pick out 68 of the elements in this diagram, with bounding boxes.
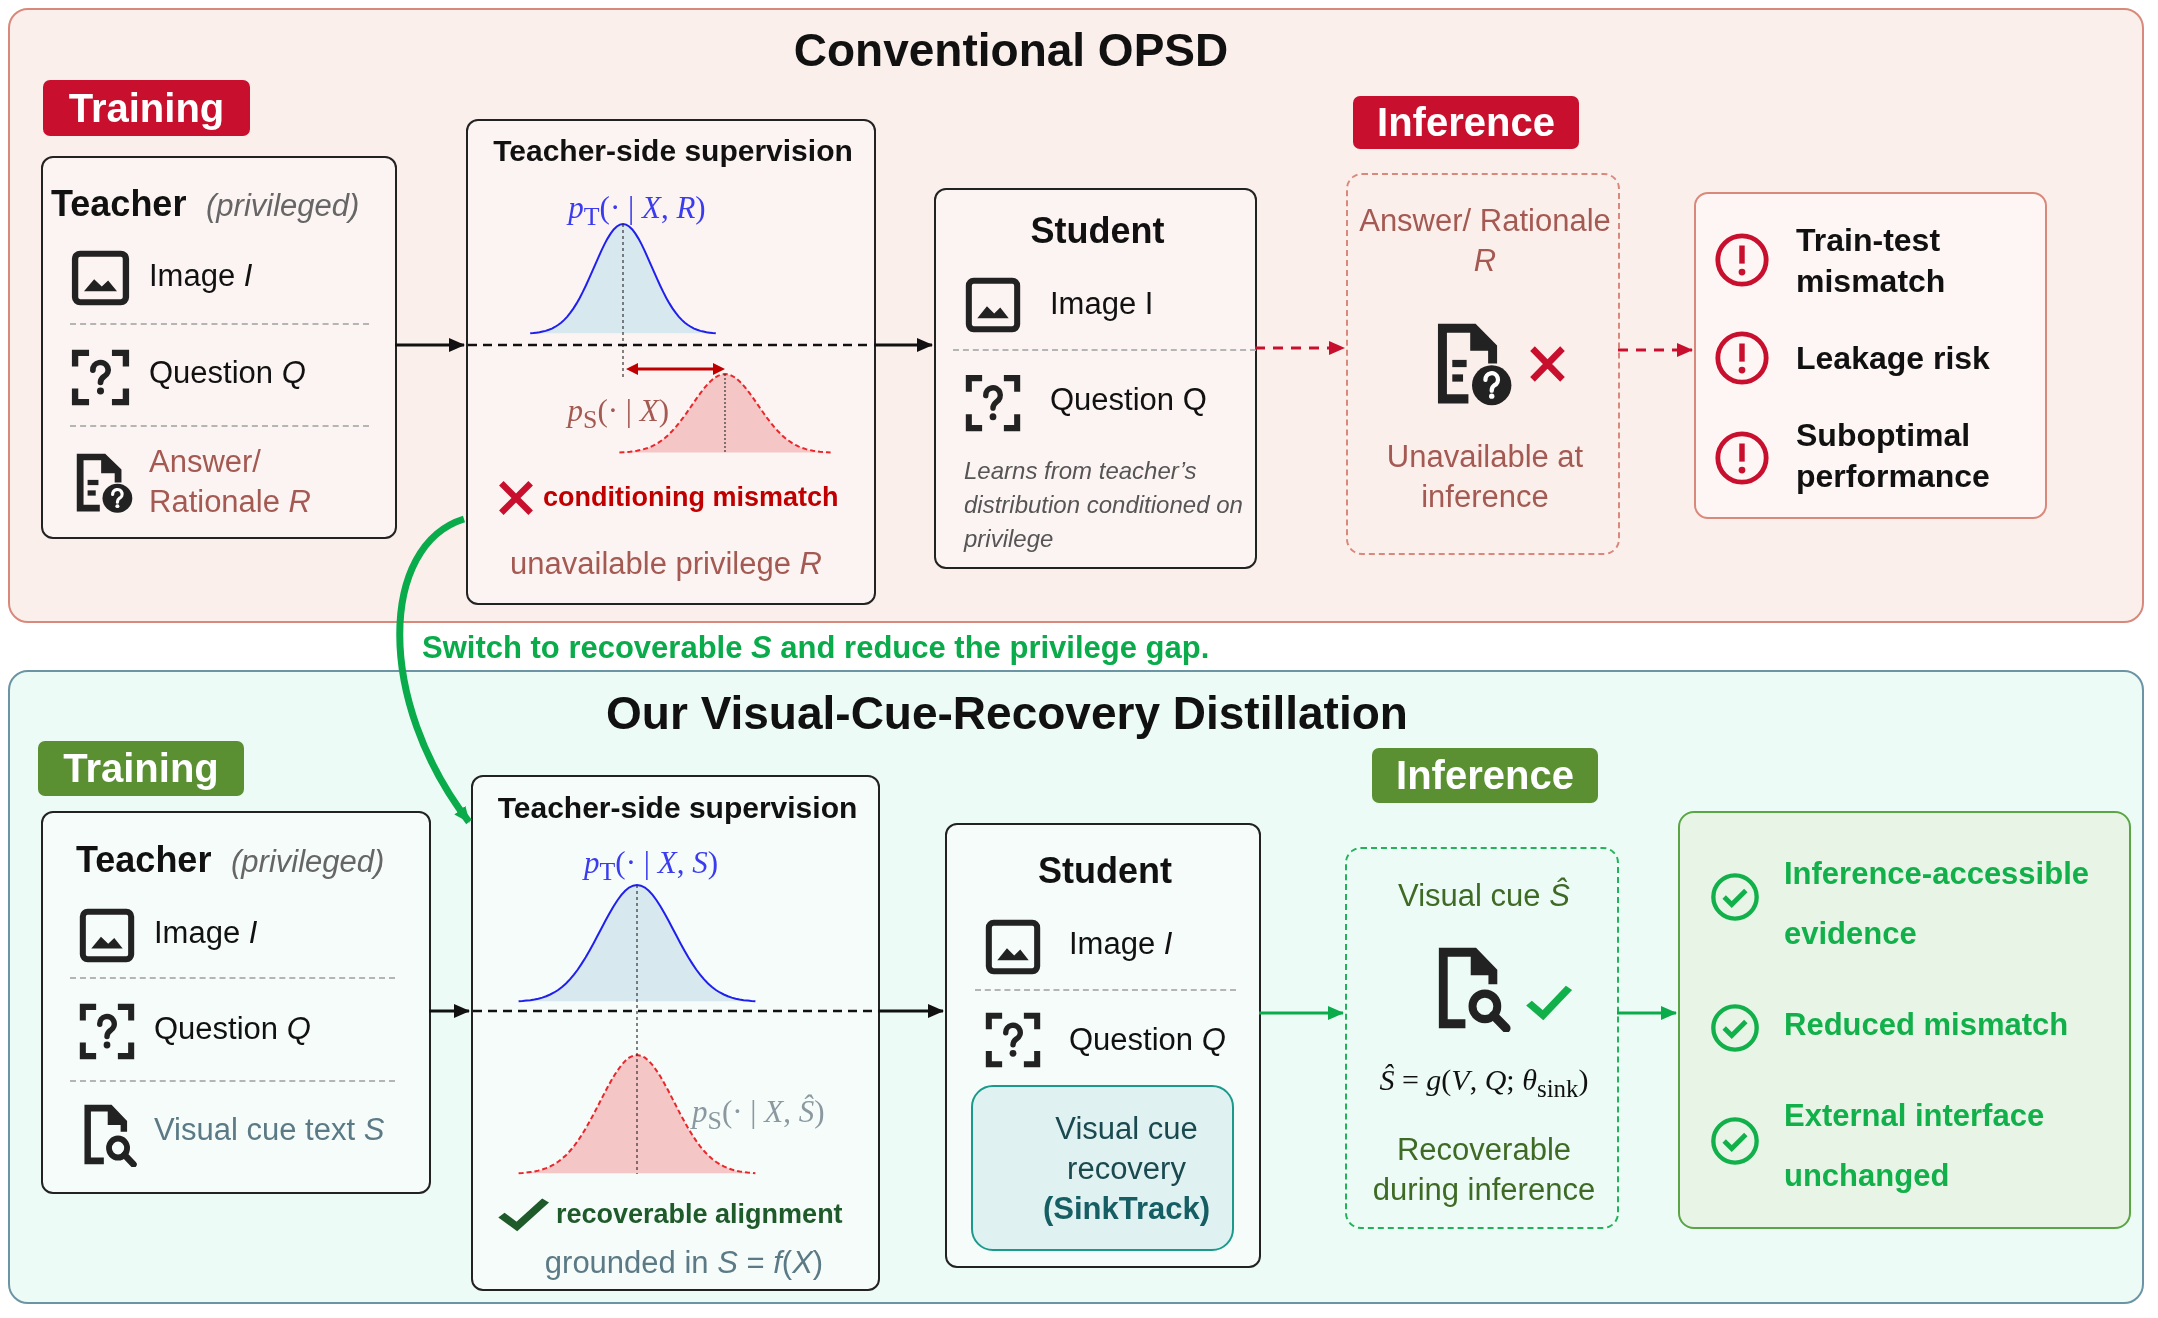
supervision-card [471,775,880,1291]
formula-text: Ŝ = g(V, Q; θ$_{sink}$) [1378,1062,1590,1104]
card-subtitle: (privileged) [206,187,361,225]
unavailable-box [1346,173,1620,555]
stage-badge: Training [43,80,250,136]
item-label: Question Q [1050,381,1208,419]
distribution-label: p$_{T}$(· | X, S) [581,844,719,889]
panel-title: Conventional OPSD [792,23,1230,78]
arrow [878,1004,944,1018]
benefit-text: Reduced mismatch [1784,1006,2070,1044]
description-text: Learns from teacher’s distribution conditioned on privilege [964,456,1244,554]
recoverable-box [1345,847,1619,1229]
status-text: Recoverable during inference [1371,1131,1597,1209]
issue-text: Suboptimal performance [1796,416,1991,496]
card-title: Teacher [76,840,213,880]
card-title: Student [1029,211,1166,251]
item-label: Question Q [154,1010,312,1048]
item-label: Visual cue text S [154,1111,386,1149]
section-panel [8,8,2144,623]
module-label: Visual cue recovery (SinkTrack) [1041,1110,1212,1228]
benefit-text: External interface unchanged [1784,1097,2046,1195]
note-text: unavailable privilege R [509,545,823,583]
item-label: Answer/ Rationale R [149,443,312,521]
item-label: Image I [154,914,259,952]
distribution-label: p$_{S}$(· | X, Ŝ) [692,1093,826,1138]
distribution-label: p$_{S}$(· | X) [564,392,669,437]
teacher-card [41,156,397,539]
status-text: Unavailable at inference [1385,438,1585,516]
item-label: Image I [1069,925,1174,963]
card-title: Student [1037,851,1173,891]
item-label: Image I [1050,285,1155,323]
benefit-text: Inference-accessible evidence [1784,855,2090,953]
panel-title: Our Visual-Cue-Recovery Distillation [605,686,1409,741]
card-title: Teacher [51,184,188,224]
benefits-card [1678,811,2131,1229]
edge-label: Switch to recoverable S and reduce the privilege gap. [422,629,1210,667]
status-text: conditioning mismatch [543,481,840,514]
item-label: Answer/ Rationale R [1358,202,1612,280]
stage-badge: Inference [1372,748,1598,803]
stage-badge: Training [38,741,244,796]
arrow [395,338,465,352]
teacher-card [41,811,431,1194]
stage-badge: Inference [1353,96,1579,149]
issues-card [1694,192,2047,519]
section-panel [8,670,2144,1304]
card-title: Teacher-side supervision [496,790,859,826]
item-label: Image I [149,257,254,295]
note-text: grounded in S = f(X) [543,1244,825,1282]
arrow [1617,1006,1677,1020]
student-card [945,823,1261,1268]
arrow [429,1004,470,1018]
distribution-label: p$_{T}$(· | X, R) [565,189,707,234]
item-label: Question Q [149,354,307,392]
supervision-card [466,119,876,605]
issue-text: Leakage risk [1796,339,1991,378]
status-text: recoverable alignment [556,1198,844,1231]
student-card [934,188,1257,569]
item-label: Visual cue Ŝ [1397,876,1571,915]
arrow [396,515,472,824]
card-subtitle: (privileged) [231,843,386,881]
card-title: Teacher-side supervision [492,133,854,169]
arrow [1259,1006,1344,1020]
module-box [971,1085,1234,1251]
arrow [1255,341,1345,355]
arrow [874,338,933,352]
issue-text: Train-test mismatch [1796,221,1947,301]
item-label: Question Q [1069,1021,1227,1059]
arrow [1618,343,1693,357]
